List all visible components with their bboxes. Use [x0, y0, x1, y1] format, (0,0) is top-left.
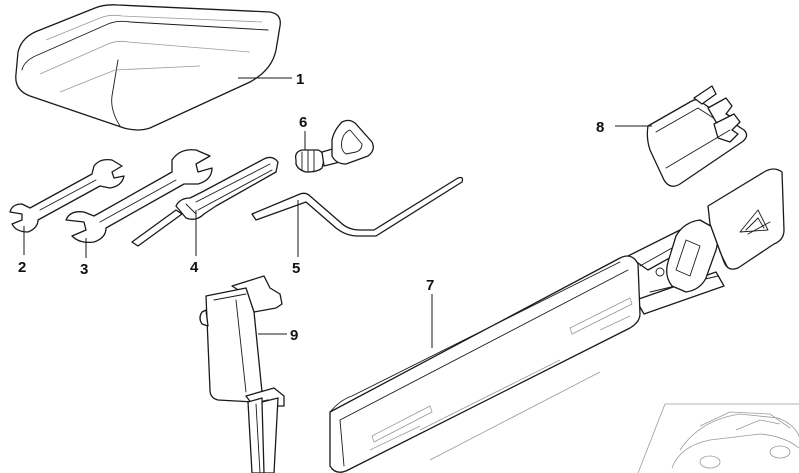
callout-4: 4 — [190, 259, 199, 276]
callout-7: 7 — [426, 277, 434, 294]
callout-1: 1 — [296, 71, 304, 88]
callout-9: 9 — [290, 327, 298, 344]
tool-case-icon — [15, 4, 281, 131]
small-open-end-wrench-icon — [9, 158, 125, 233]
callout-8: 8 — [596, 119, 604, 136]
callout-5: 5 — [292, 260, 300, 277]
warning-triangle-case-icon — [329, 168, 785, 473]
open-end-wrench-icon — [65, 149, 213, 244]
callout-3: 3 — [80, 261, 88, 278]
callout-2: 2 — [18, 259, 26, 276]
holder-bracket-icon — [199, 275, 285, 473]
bent-rod-icon — [251, 176, 464, 237]
bracket-clip-icon — [646, 85, 748, 187]
callout-6: 6 — [299, 114, 307, 131]
towing-eye-icon — [294, 119, 374, 173]
vehicle-thumbnail-icon — [637, 403, 799, 473]
